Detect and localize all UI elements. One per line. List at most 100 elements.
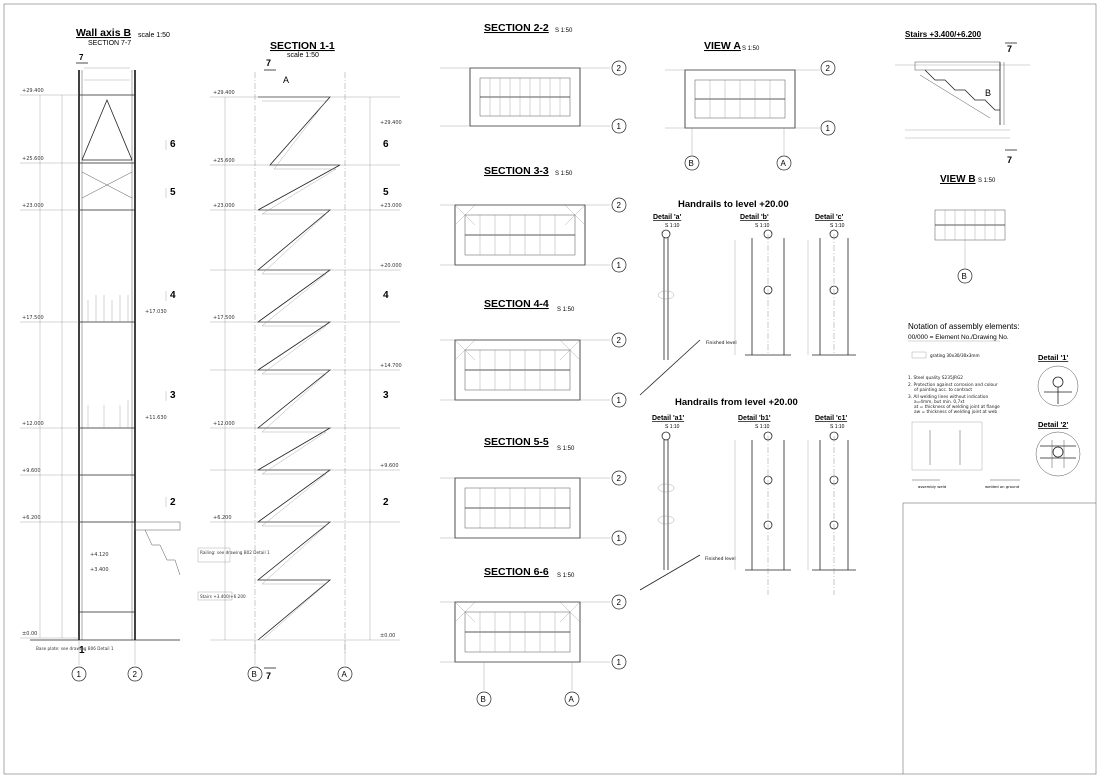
section-5-5: SECTION 5-5 S 1:50 2 1 [440,436,627,546]
section-1-1-scale: scale 1:50 [287,52,319,59]
floor-marker: 3 [170,390,176,401]
svg-text:B: B [962,272,967,281]
svg-text:+20.000: +20.000 [380,263,402,269]
svg-text:SECTION 5-5: SECTION 5-5 [484,436,549,448]
svg-text:2. Protection against corrosio: 2. Protection against corrosion and colo… [908,382,998,388]
svg-text:B: B [689,159,694,168]
svg-text:1: 1 [617,658,622,667]
notation-block: Notation of assembly elements: 00/000 = … [908,322,1020,489]
railing-note: Railing: see drawing B02 Detail 1 [200,550,270,555]
svg-text:+14.700: +14.700 [380,363,402,369]
svg-text:1. Steel quality S235JRG2: 1. Steel quality S235JRG2 [908,375,963,381]
svg-text:S 1:50: S 1:50 [557,446,575,452]
level-label: +29.400 [22,88,44,94]
svg-text:7: 7 [1007,44,1012,54]
svg-text:Notation of assembly elements:: Notation of assembly elements: [908,322,1020,331]
svg-text:B: B [985,88,991,98]
view-b: VIEW B S 1:50 B [934,174,1006,284]
level-label: +3.400 [90,567,109,573]
svg-text:A: A [781,159,787,168]
level-label: +17.030 [145,309,167,315]
svg-text:2: 2 [826,64,831,73]
section-3-3: SECTION 3-3 S 1:50 2 1 [440,165,627,273]
section-4-4: SECTION 4-4 S 1:50 2 1 [440,298,627,408]
svg-text:B: B [481,695,486,704]
section-2-2: SECTION 2-2 S 1:50 2 1 [440,22,627,134]
svg-text:+12.000: +12.000 [213,421,235,427]
svg-text:2: 2 [617,336,622,345]
svg-text:S 1:10: S 1:10 [665,424,680,430]
section-1-1: SECTION 1-1 scale 1:50 7 A +29.400 +29.4… [210,40,402,682]
stairs-note: Stairs +3.400/+6.200 [200,594,246,599]
svg-text:VIEW B: VIEW B [940,174,976,185]
svg-text:+29.400: +29.400 [213,90,235,96]
svg-text:2: 2 [617,598,622,607]
level-label: +9.600 [22,468,41,474]
svg-text:7: 7 [266,58,271,68]
svg-text:+17.500: +17.500 [213,315,235,321]
svg-text:+9.600: +9.600 [380,463,399,469]
svg-text:6: 6 [383,139,389,150]
svg-text:+6.200: +6.200 [213,515,232,521]
svg-text:Detail '1': Detail '1' [1038,353,1068,362]
wall-axis-subtitle: SECTION 7-7 [88,40,131,47]
svg-text:+25.600: +25.600 [213,158,235,164]
svg-text:aw = thickness of welding join: aw = thickness of welding joint at web [914,409,997,415]
handrails-from: Handrails from level +20.00 Detail 'a1' … [639,397,856,595]
svg-text:SECTION 3-3: SECTION 3-3 [484,165,549,177]
svg-text:S 1:50: S 1:50 [557,573,575,579]
svg-text:S 1:50: S 1:50 [557,307,575,313]
level-label: +4.120 [90,552,109,558]
wall-axis-scale: scale 1:50 [138,32,170,39]
section-6-6: SECTION 6-6 S 1:50 2 1 B A [440,566,627,707]
svg-text:B: B [252,670,257,679]
svg-text:1: 1 [617,396,622,405]
wall-axis-elevation: Wall axis B scale 1:50 SECTION 7-7 7 [20,27,270,682]
svg-text:SECTION 4-4: SECTION 4-4 [484,298,549,310]
level-label: +6.200 [22,515,41,521]
svg-text:S 1:50: S 1:50 [742,46,760,52]
svg-text:+23.000: +23.000 [213,203,235,209]
floor-marker: 1 [79,645,85,656]
svg-text:Detail 'b1': Detail 'b1' [738,415,771,422]
svg-text:A: A [283,75,289,85]
svg-text:at = thickness of welding join: at = thickness of welding joint at flang… [914,404,1000,410]
svg-text:7: 7 [266,671,271,681]
stair-flights [256,96,341,641]
svg-text:S 1:50: S 1:50 [555,171,573,177]
sheet-border [3,3,1097,775]
svg-text:+29.400: +29.400 [380,120,402,126]
svg-text:2: 2 [617,64,622,73]
svg-text:Stairs +3.400/+6.200: Stairs +3.400/+6.200 [905,30,982,39]
level-label: +17.500 [22,315,44,321]
svg-text:1: 1 [617,534,622,543]
svg-text:Handrails from level +20.00: Handrails from level +20.00 [675,397,798,408]
axis-label: 1 [77,670,82,679]
base-plate-note: Base plate: see drawing B06 Detail 1 [36,646,114,651]
svg-text:of painting acc. to contract: of painting acc. to contract [914,387,972,393]
svg-text:A: A [569,695,575,704]
section-1-1-title: SECTION 1-1 [270,40,335,52]
svg-text:welded on ground: welded on ground [985,484,1020,489]
svg-text:SECTION 2-2: SECTION 2-2 [484,22,549,34]
svg-text:Detail '2': Detail '2' [1038,420,1068,429]
svg-text:4: 4 [383,290,389,301]
svg-text:1: 1 [617,122,622,131]
svg-text:grating 30x30/30x3mm: grating 30x30/30x3mm [930,353,980,358]
level-label: +25.600 [22,156,44,162]
svg-text:Detail 'c1': Detail 'c1' [815,415,847,422]
svg-text:S 1:10: S 1:10 [665,223,680,229]
svg-text:1: 1 [826,124,831,133]
svg-text:2: 2 [617,474,622,483]
svg-text:1: 1 [617,261,622,270]
svg-text:a=4mm, but min. 0,7xt: a=4mm, but min. 0,7xt [914,399,965,405]
level-label: +23.000 [22,203,44,209]
svg-text:VIEW A: VIEW A [704,40,741,52]
svg-text:assembly weld: assembly weld [918,484,947,489]
svg-text:3. All welding lines without i: 3. All welding lines without indication [908,394,988,400]
level-label: +11.630 [145,415,167,421]
svg-text:5: 5 [383,187,389,198]
detail-2: Detail '2' [1035,420,1081,477]
level-label: +12.000 [22,421,44,427]
